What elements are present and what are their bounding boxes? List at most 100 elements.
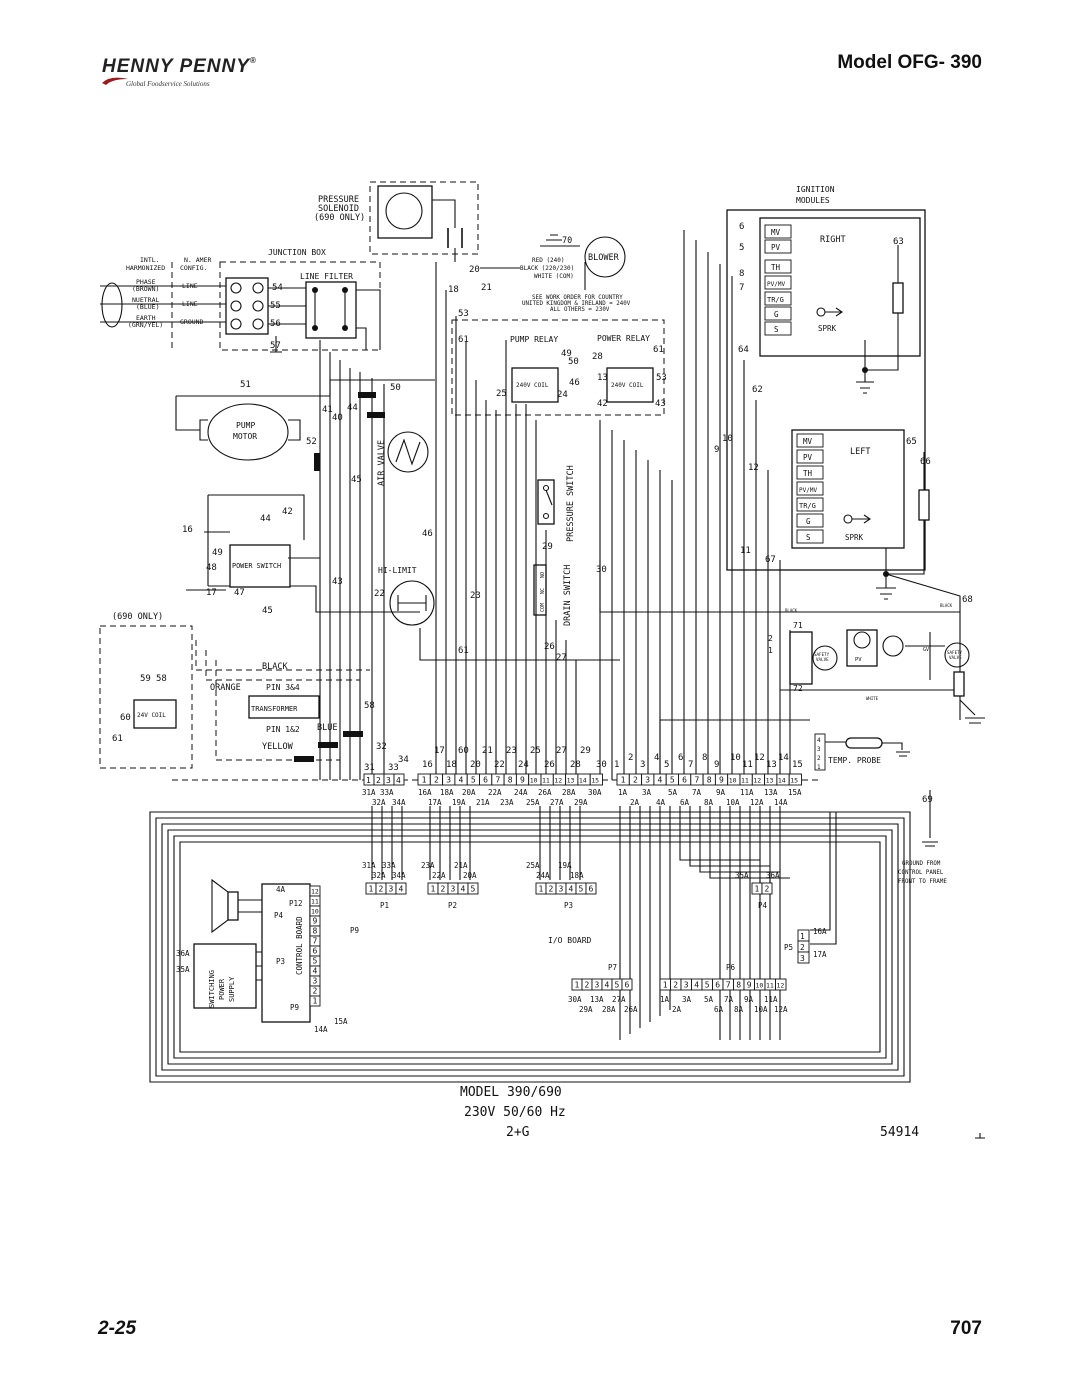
- svg-text:MODULES: MODULES: [796, 196, 830, 205]
- blower: BLOWER 70 RED (240) BLACK (220/230) WHIT…: [448, 234, 631, 345]
- svg-text:29: 29: [542, 542, 553, 552]
- svg-text:PV/MV: PV/MV: [767, 281, 785, 288]
- connector-pin-label: 14: [778, 777, 786, 785]
- connector-pin-label: 9: [747, 981, 752, 990]
- connector-pin: [589, 773, 603, 786]
- svg-text:AIR VALVE: AIR VALVE: [377, 440, 387, 486]
- connector-pin-label: 1: [431, 885, 436, 894]
- connector-pin-label: 3: [645, 776, 650, 785]
- svg-text:IGNITION: IGNITION: [796, 185, 835, 194]
- connector-pin-label: 2: [549, 885, 554, 894]
- svg-text:(GRN/YEL): (GRN/YEL): [128, 321, 163, 329]
- svg-text:19A: 19A: [558, 861, 572, 870]
- svg-text:42: 42: [597, 399, 608, 409]
- svg-text:13: 13: [597, 373, 608, 383]
- connector-pin-label: 2: [765, 885, 770, 894]
- svg-text:29: 29: [580, 746, 591, 756]
- connector-pin-label: 11: [542, 777, 550, 785]
- svg-text:BLACK: BLACK: [262, 662, 288, 672]
- svg-text:P6: P6: [726, 963, 736, 972]
- svg-text:2: 2: [817, 755, 821, 762]
- svg-text:2: 2: [376, 776, 381, 785]
- connector-pin-label: 8: [736, 981, 741, 990]
- svg-text:25: 25: [530, 746, 541, 756]
- svg-text:68: 68: [962, 595, 973, 605]
- svg-text:18A: 18A: [440, 788, 454, 797]
- connector-pin-label: 5: [313, 957, 318, 966]
- svg-text:4: 4: [654, 753, 659, 763]
- power-switch: POWER SWITCH 49 48 17 47 45 44 42 16 46 …: [182, 507, 433, 616]
- connector-pin-label: 5: [670, 776, 675, 785]
- connector-pin: [467, 882, 479, 895]
- svg-text:10: 10: [730, 753, 741, 763]
- ignition-modules: IGNITION MODULES MV PV TH PV/MV TR/G G S…: [714, 185, 973, 720]
- connector-pin-label: 2: [441, 885, 446, 894]
- connector-pin: [621, 978, 633, 991]
- svg-text:P5: P5: [784, 943, 793, 952]
- svg-text:61: 61: [112, 734, 123, 744]
- svg-text:11A: 11A: [740, 788, 754, 797]
- svg-text:8: 8: [739, 269, 744, 279]
- svg-text:47: 47: [234, 588, 245, 598]
- svg-text:56: 56: [270, 319, 281, 329]
- svg-text:60: 60: [458, 746, 469, 756]
- svg-text:26A: 26A: [624, 1005, 638, 1014]
- svg-text:EARTH: EARTH: [136, 314, 156, 322]
- svg-text:28: 28: [592, 352, 603, 362]
- svg-text:ALL OTHERS = 230V: ALL OTHERS = 230V: [550, 307, 610, 313]
- connector-pin-label: 12: [777, 982, 785, 990]
- svg-text:3: 3: [800, 954, 805, 963]
- svg-text:SUPPLY: SUPPLY: [228, 976, 236, 1002]
- svg-text:HI-LIMIT: HI-LIMIT: [378, 566, 417, 575]
- temp-probe: 4 3 2 1 TEMP. PROBE 69 GROUND FROM CONTR…: [814, 733, 947, 885]
- svg-text:BLACK (220/230): BLACK (220/230): [520, 265, 574, 272]
- svg-text:27A: 27A: [550, 798, 564, 807]
- svg-text:22A: 22A: [488, 788, 502, 797]
- svg-text:27: 27: [556, 653, 567, 663]
- transformer-area: (690 ONLY) 59 58 60 61 24V COIL BLACK OR…: [99, 612, 387, 769]
- connector-pin-label: 1: [663, 981, 668, 990]
- svg-text:30A: 30A: [568, 995, 582, 1004]
- connector-strip-1: 31 33 34 1 2 3 4 31A 33A 32A 34A: [362, 755, 409, 807]
- svg-text:32: 32: [376, 742, 387, 752]
- svg-text:32A: 32A: [372, 871, 386, 880]
- svg-text:65: 65: [906, 437, 917, 447]
- svg-text:5A: 5A: [668, 788, 678, 797]
- connector-pin-label: 13: [766, 777, 774, 785]
- connector-pin-label: 4: [399, 885, 404, 894]
- svg-text:33A: 33A: [382, 861, 396, 870]
- pressure-solenoid-label-2: SOLENOID: [318, 204, 359, 214]
- connector-pin-label: 5: [471, 885, 476, 894]
- svg-text:28: 28: [570, 760, 581, 770]
- connector-pin-label: 6: [589, 885, 594, 894]
- brand-name: HENNY PENNY®: [102, 56, 257, 77]
- svg-text:18: 18: [448, 285, 459, 295]
- svg-text:HARMONIZED: HARMONIZED: [126, 264, 165, 272]
- svg-text:PHASE: PHASE: [136, 278, 156, 286]
- svg-text:P12: P12: [289, 899, 303, 908]
- svg-text:P7: P7: [608, 963, 617, 972]
- svg-text:P4: P4: [274, 911, 284, 920]
- svg-text:9A: 9A: [744, 995, 754, 1004]
- svg-text:14: 14: [778, 753, 789, 763]
- connector-pin-label: 3: [559, 885, 564, 894]
- connector-pin-label: 1: [369, 885, 374, 894]
- svg-text:3A: 3A: [642, 788, 652, 797]
- svg-text:22: 22: [374, 589, 385, 599]
- svg-text:POWER RELAY: POWER RELAY: [597, 334, 650, 343]
- svg-text:LINE FILTER: LINE FILTER: [300, 272, 353, 281]
- svg-text:25: 25: [496, 389, 507, 399]
- svg-text:19A: 19A: [452, 798, 466, 807]
- svg-text:1: 1: [614, 760, 619, 770]
- svg-text:51: 51: [240, 380, 251, 390]
- svg-text:66: 66: [920, 457, 931, 467]
- io-board-connectors: 31A 33A 32A 34A 23A 21A 22A 20A 25A 19A …: [362, 861, 827, 1014]
- connector-pin-label: 9: [520, 776, 525, 785]
- svg-text:10A: 10A: [726, 798, 740, 807]
- logo-swoosh-icon: [102, 77, 128, 85]
- svg-text:COM: COM: [540, 603, 546, 612]
- connector-pin-label: 3: [684, 981, 689, 990]
- svg-text:5: 5: [739, 243, 744, 253]
- svg-text:3: 3: [640, 760, 645, 770]
